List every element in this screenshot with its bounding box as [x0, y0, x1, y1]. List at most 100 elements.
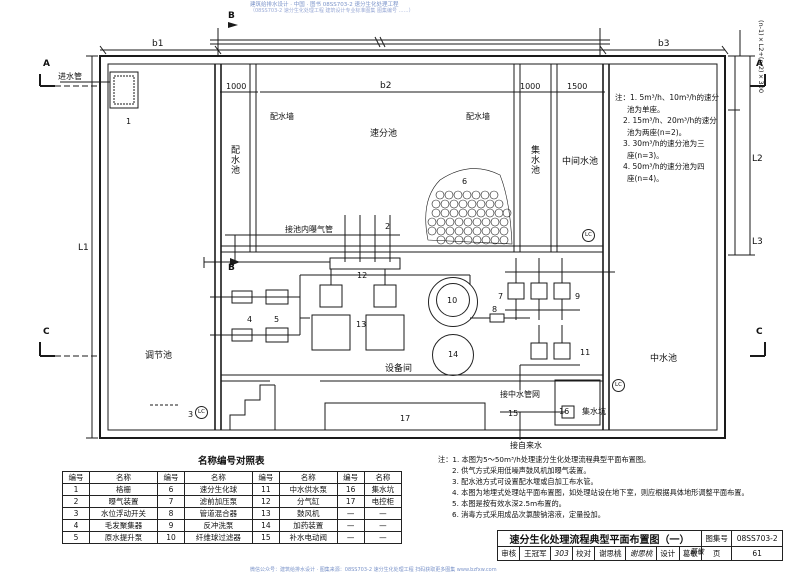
table-cell: 13	[251, 507, 280, 520]
note-line: 4. 本图为地埋式处理站平面布置图，如处理站设在地下室，则应根据具体地形调整平面…	[452, 488, 749, 497]
design-label: 设计	[656, 546, 680, 561]
table-cell: 15	[251, 531, 280, 544]
separation-balls	[425, 168, 513, 245]
general-notes: 注：1. 本图为5～50m³/h处理速分生化处理流程典型平面布置图。 2. 供气…	[438, 454, 749, 520]
header-watermark: 建筑给排水设计 · 中国 · 图书 08SS703-2 速分生化处理工程	[250, 2, 399, 8]
review-label: 审核	[496, 546, 521, 561]
table-cell: 滤前加压泵	[184, 495, 253, 508]
side-note-line: 池为单座。	[627, 104, 665, 114]
fiber-ball-filter	[428, 277, 478, 327]
table-cell: 纤维球过滤器	[184, 531, 253, 544]
note-line: 6. 消毒方式采用成品次氯酸钠溶液，定量投加。	[452, 510, 605, 519]
side-note-line: 3. 30m³/h的速分池为三	[623, 139, 705, 148]
lc-marker: LC	[612, 379, 625, 392]
lc-marker: LC	[582, 229, 595, 242]
table-cell: 4	[61, 519, 91, 532]
collection-tank-label: 集水池	[529, 145, 539, 175]
drawing-title: 速分生化处理流程典型平面布置图（一）	[496, 530, 703, 547]
side-note-line: 注：1. 5m³/h、10m³/h的速分	[615, 93, 720, 102]
distribution-wall-left-label: 配水墙	[270, 112, 294, 121]
table-cell: 原水提升泵	[89, 531, 158, 544]
dim-1000-left: 1000	[226, 82, 247, 91]
section-b-top: B	[228, 11, 235, 21]
table-cell: 3	[61, 507, 91, 520]
tap-water-label: 接自来水	[510, 441, 542, 450]
side-note-line: 座(n=3)。	[627, 150, 664, 160]
table-cell: 11	[251, 483, 280, 496]
checker-name: 谢思桃	[594, 546, 627, 561]
table-header: 名称	[184, 471, 253, 484]
table-header-row: 编号 名称 编号 名称 编号 名称 编号 名称	[61, 471, 403, 484]
side-note-line: 4. 50m³/h的速分池为四	[623, 162, 705, 171]
num-17: 17	[400, 414, 411, 423]
dim-L1: L1	[78, 243, 89, 253]
table-header: 名称	[363, 471, 403, 484]
num-14: 14	[448, 350, 459, 359]
designer-signature: 葛敏	[690, 548, 704, 556]
page-number: 61	[731, 546, 783, 561]
header-watermark-sub: （08SS703-2 速分生化处理工程 建筑设计专业标准图集 图集编号 ……）	[250, 8, 414, 14]
num-11: 11	[580, 348, 591, 357]
side-note-line: 座(n=4)。	[627, 173, 664, 183]
reviewer-signature: 303	[550, 546, 573, 561]
section-b-mid: B	[228, 263, 235, 273]
table-cell: 管道混合器	[184, 507, 253, 520]
note-line: 注：1. 本图为5～50m³/h处理速分生化处理流程典型平面布置图。	[438, 455, 651, 464]
table-header: 名称	[89, 471, 158, 484]
reviewer-name: 王冠军	[519, 546, 552, 561]
num-3: 3	[188, 410, 194, 419]
table-cell: 1	[61, 483, 91, 496]
section-a-left: A	[43, 59, 50, 69]
equipment-room-label: 设备间	[385, 364, 413, 374]
page-label: 页	[701, 546, 733, 561]
section-a-right: A	[756, 59, 763, 69]
side-note-line: 2. 15m³/h、20m³/h的速分	[623, 116, 717, 125]
equalization-tank-label: 调节池	[145, 351, 173, 361]
dim-formula: (n-1)×L2+(n-2)×300	[757, 20, 765, 93]
dim-1000-right: 1000	[520, 82, 541, 91]
table-cell: 速分生化球	[184, 483, 253, 496]
table-cell: 5	[61, 531, 91, 544]
footer-watermark: 微信公众号：建筑给排水设计 · 图集来源：08SS703-2 速分生化处理工程 …	[250, 567, 497, 573]
table-cell: —	[336, 519, 365, 532]
table-cell: —	[336, 507, 365, 520]
dim-L2: L2	[752, 154, 763, 164]
table-cell: 水位浮动开关	[89, 507, 158, 520]
separation-tank-label: 速分池	[370, 129, 398, 139]
inlet-pipe-label: 进水管	[58, 72, 82, 81]
atlas-label: 图集号	[701, 530, 733, 547]
table-cell: 中水供水泵	[278, 483, 338, 496]
table-cell: 毛发聚集器	[89, 519, 158, 532]
table-cell: 鼓风机	[278, 507, 338, 520]
lc-marker: LC	[195, 406, 208, 419]
checker-signature: 谢思桃	[625, 546, 658, 561]
aeration-pipe-label: 接池内曝气管	[285, 225, 333, 234]
num-16: 16	[559, 407, 570, 416]
section-c-right: C	[756, 327, 763, 337]
num-8: 8	[492, 305, 498, 314]
note-line: 2. 供气方式采用低噪声鼓风机加曝气装置。	[452, 466, 591, 475]
num-6: 6	[462, 177, 468, 186]
table-cell: 6	[156, 483, 186, 496]
num-5: 5	[274, 315, 280, 324]
table-cell: 7	[156, 495, 186, 508]
table-header: 编号	[156, 471, 186, 484]
distribution-tank-label: 配水池	[229, 145, 239, 175]
num-1: 1	[126, 117, 132, 126]
table-cell: 电控柜	[363, 495, 403, 508]
table-cell: 8	[156, 507, 186, 520]
table-header: 编号	[61, 471, 91, 484]
dosing-device	[432, 334, 474, 376]
table-cell: —	[363, 519, 403, 532]
dim-L3: L3	[752, 237, 763, 247]
table-cell: 反冲洗泵	[184, 519, 253, 532]
table-cell: —	[336, 531, 365, 544]
section-c-left: C	[43, 327, 50, 337]
num-13: 13	[356, 320, 367, 329]
table-cell: 2	[61, 495, 91, 508]
title-block: 速分生化处理流程典型平面布置图（一） 图集号 08SS703-2 审核 王冠军 …	[496, 530, 783, 561]
